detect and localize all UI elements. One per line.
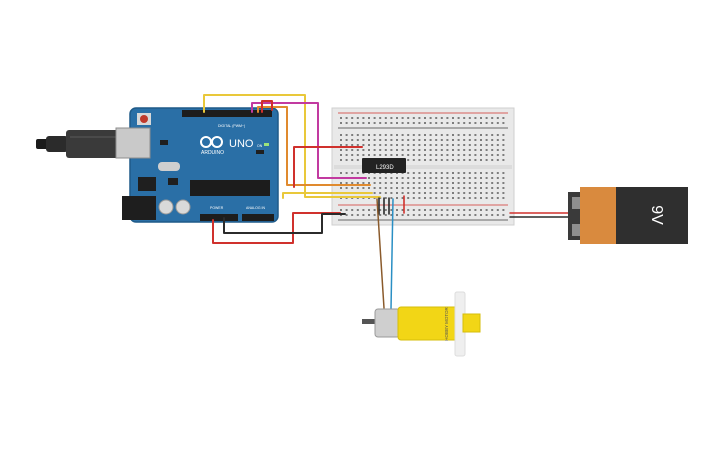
battery-label: 9V (648, 205, 665, 225)
wire-brown (376, 198, 385, 309)
on-led (264, 143, 269, 146)
arduino-model: UNO (229, 138, 254, 150)
arduino-board[interactable]: ARDUINO UNO DIGITAL (PWM~) POWER ANALOG … (115, 107, 279, 223)
power-label: POWER (210, 206, 224, 210)
wire-orange (257, 106, 371, 186)
capacitor (158, 199, 174, 215)
atmega-chip (190, 180, 270, 196)
wire-red (293, 146, 363, 188)
digital-header[interactable] (182, 110, 272, 117)
usb-jack (115, 127, 151, 159)
chip-label: L293D (376, 165, 394, 171)
on-led-label: ON (257, 144, 263, 148)
battery-terminal (572, 224, 582, 236)
l293d-chip[interactable]: L293D (362, 158, 406, 173)
wire-red (261, 100, 273, 113)
capacitor (175, 199, 191, 215)
breadboard[interactable] (331, 107, 515, 226)
dc-motor[interactable]: HOBBY MOTOR (362, 291, 481, 357)
digital-label: DIGITAL (PWM~) (218, 124, 245, 128)
power-header[interactable] (200, 214, 238, 221)
wires[interactable] (203, 94, 571, 310)
crystal (158, 162, 180, 171)
usb-cable (36, 130, 128, 158)
dc-jack (122, 196, 156, 220)
motor-label: HOBBY MOTOR (444, 306, 449, 340)
wire-black (223, 213, 346, 234)
analog-label: ANALOG IN (246, 206, 266, 210)
arduino-logo-icon (200, 136, 223, 148)
wire-magenta (251, 102, 367, 179)
regulator (138, 177, 156, 191)
wire-yellow (282, 192, 373, 199)
wire-yellow (203, 94, 381, 198)
arduino-brand: ARDUINO (201, 150, 224, 156)
wire-blue (390, 198, 394, 310)
battery-terminal (572, 197, 582, 209)
battery-9v[interactable]: 9V (568, 187, 688, 244)
wire-red (212, 212, 341, 244)
analog-header[interactable] (242, 214, 274, 221)
